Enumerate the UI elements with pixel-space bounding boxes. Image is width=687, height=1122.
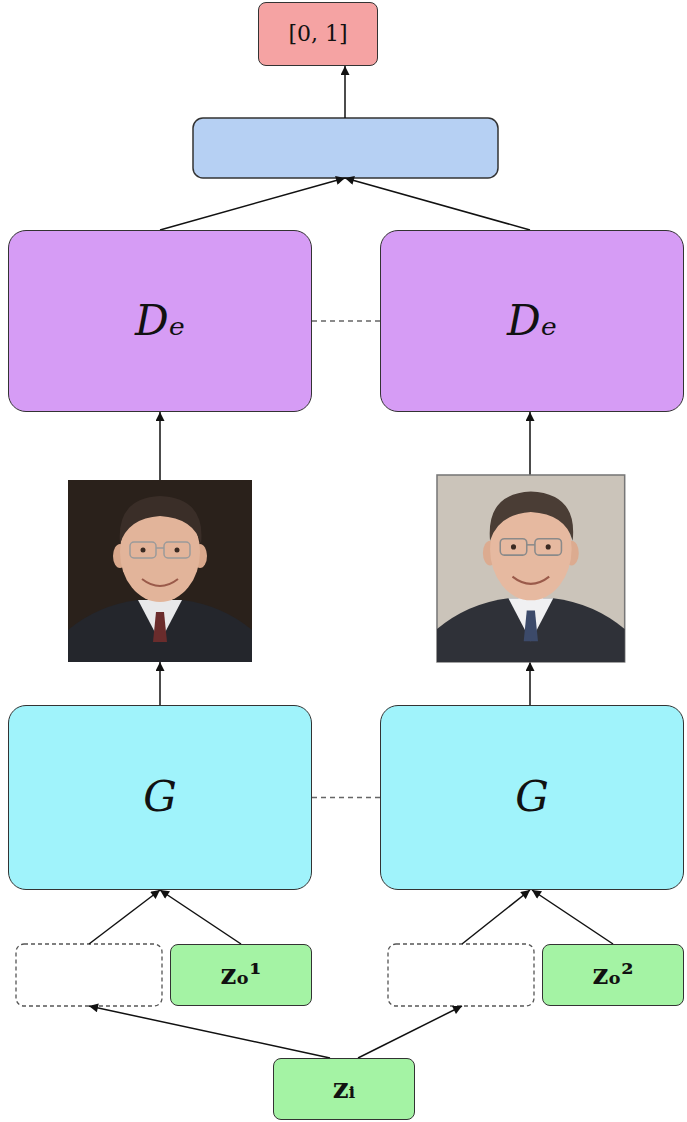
glasses: [130, 542, 156, 558]
latent-box: zᵢ: [273, 1058, 415, 1120]
input-arrow: [160, 890, 241, 944]
output-box: [0, 1]: [258, 2, 378, 66]
hair: [490, 491, 573, 540]
latent-box: zₒ²: [542, 944, 684, 1006]
shirt: [508, 598, 553, 641]
face-image: [68, 480, 252, 662]
node-label: Dₑ: [507, 298, 557, 344]
discriminator-box: Dₑ: [8, 230, 312, 412]
glasses-bridge: [527, 544, 535, 546]
empty-input-slot: [16, 944, 162, 1006]
node-label: zᵢ: [333, 1074, 356, 1105]
eye: [546, 544, 551, 549]
node-label: G: [515, 774, 549, 820]
flow-arrow: [89, 1006, 330, 1058]
tie: [524, 611, 538, 642]
flow-arrow: [89, 890, 160, 944]
node-label: Dₑ: [135, 298, 185, 344]
photo-background: [68, 480, 252, 662]
discriminator-box: Dₑ: [380, 230, 684, 412]
glasses-bridge: [156, 547, 164, 549]
suit: [437, 598, 625, 662]
shirt: [138, 600, 182, 642]
latent-box: zₒ¹: [170, 944, 312, 1006]
flow-arrow: [344, 66, 346, 118]
glasses: [164, 542, 190, 558]
flow-arrow: [160, 178, 345, 230]
photo-background: [437, 475, 625, 662]
empty-input-slot: [388, 944, 534, 1006]
node-label: zₒ²: [592, 960, 633, 991]
combiner-box: [193, 118, 498, 178]
eye: [141, 548, 146, 553]
hair: [120, 496, 202, 544]
eye: [175, 548, 180, 553]
glasses: [535, 539, 562, 555]
shared-weights-link: [312, 320, 380, 322]
flow-arrow: [159, 662, 161, 705]
suit: [68, 600, 252, 662]
generator-box: G: [380, 705, 684, 890]
node-label: [0, 1]: [288, 22, 347, 46]
flow-arrow: [462, 890, 530, 944]
flow-arrow: [358, 1006, 462, 1058]
node-label: zₒ¹: [220, 960, 261, 991]
shared-weights-link: [312, 797, 380, 799]
glasses: [500, 539, 527, 555]
flow-arrow: [529, 412, 531, 475]
flow-arrow: [159, 412, 161, 480]
node-label: G: [143, 774, 177, 820]
face-image: [437, 475, 625, 662]
tie: [153, 612, 167, 642]
flow-arrow: [529, 662, 531, 705]
generator-box: G: [8, 705, 312, 890]
eye: [511, 544, 516, 549]
smile: [512, 577, 549, 584]
smile: [142, 579, 178, 586]
flow-arrow: [345, 178, 530, 230]
input-arrow: [532, 890, 613, 944]
